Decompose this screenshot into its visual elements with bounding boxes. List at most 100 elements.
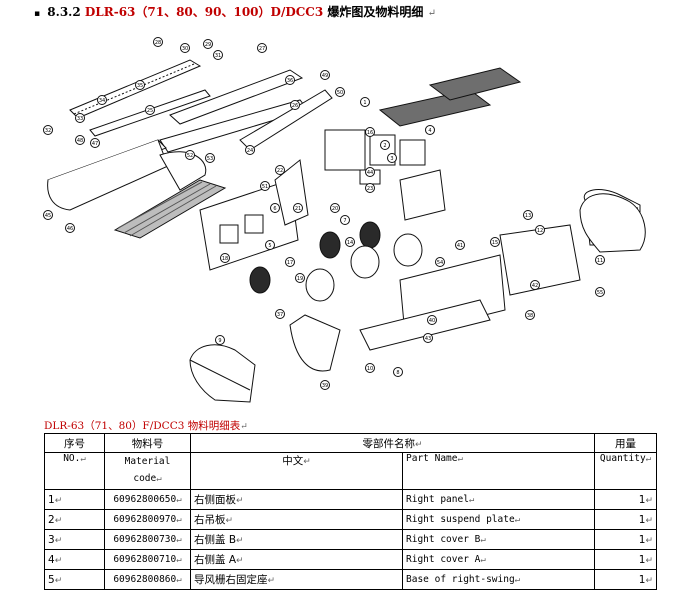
cell-quantity: 1↵ xyxy=(594,569,657,590)
return-mark: ↵ xyxy=(240,422,248,432)
callout-label: 39 xyxy=(322,383,328,389)
callout-circle xyxy=(423,333,433,343)
callout-label: 38 xyxy=(527,313,533,319)
left-end-cover xyxy=(189,344,256,403)
cell-name-cn: 右侧盖 A↵ xyxy=(190,549,403,570)
callout-label: 16 xyxy=(367,130,373,136)
callout-circle xyxy=(205,153,215,163)
callout-circle xyxy=(435,257,445,267)
callout-circle xyxy=(320,380,330,390)
callout-circle xyxy=(365,363,375,373)
callout-label: 50 xyxy=(337,90,343,96)
callout-label: 26 xyxy=(292,103,298,109)
header-no-cn: 序号 xyxy=(44,433,105,453)
callout-label: 45 xyxy=(45,213,51,219)
callout-circle xyxy=(320,70,330,80)
callout-label: 23 xyxy=(367,186,373,192)
callout-label: 40 xyxy=(429,318,435,324)
table-row: 1↵60962800650↵右侧面板↵Right panel↵1↵ xyxy=(44,489,657,510)
callout-circle xyxy=(135,80,145,90)
callout-label: 19 xyxy=(297,276,303,282)
header-name-cn: 零部件名称↵ xyxy=(190,433,595,453)
cell-name-en: Base of right-swing↵ xyxy=(402,569,595,590)
table-row: 5↵60962800860↵导风栅右固定座↵Base of right-swin… xyxy=(44,569,657,590)
callout-label: 8 xyxy=(396,370,399,376)
cell-material-code: 60962800970↵ xyxy=(104,509,191,530)
parts-table: 序号 物料号 零部件名称↵ 用量 NO.↵ Material code↵ 中文↵… xyxy=(44,433,657,590)
callout-circle xyxy=(97,95,107,105)
callout-label: 24 xyxy=(247,148,253,154)
cell-material-code: 60962800710↵ xyxy=(104,549,191,570)
callout-circle xyxy=(285,257,295,267)
callout-circle xyxy=(290,100,300,110)
section-heading: ▪ 8.3.2 DLR-63（71、80、90、100）D/DCC3 爆炸图及物… xyxy=(34,3,436,20)
callout-layer: 2830292736312625353433322411623444232221… xyxy=(43,37,605,390)
callout-label: 29 xyxy=(205,42,211,48)
return-mark: ↵ xyxy=(427,8,436,19)
callout-circle xyxy=(213,50,223,60)
callout-label: 6 xyxy=(273,206,276,212)
callout-circle xyxy=(530,280,540,290)
callout-label: 17 xyxy=(287,260,293,266)
table-header-row-en: NO.↵ Material code↵ 中文↵ Part Name↵ Quant… xyxy=(44,452,657,490)
cell-material-code: 60962800860↵ xyxy=(104,569,191,590)
callout-circle xyxy=(275,165,285,175)
callout-label: 2 xyxy=(383,143,386,149)
callout-label: 52 xyxy=(187,153,193,159)
cell-name-en: Right cover A↵ xyxy=(402,549,595,570)
side-panel-group xyxy=(199,159,309,271)
cell-name-cn: 右侧面板↵ xyxy=(190,489,403,510)
cell-material-code: 60962800650↵ xyxy=(104,489,191,510)
callout-label: 12 xyxy=(537,228,543,234)
callout-circle xyxy=(427,315,437,325)
cell-name-en: Right panel↵ xyxy=(402,489,595,510)
section-number: 8.3.2 xyxy=(47,5,81,19)
cell-quantity: 1↵ xyxy=(594,509,657,530)
table-title: DLR-63（71、80）F/DCC3 物料明细表↵ xyxy=(44,418,248,433)
header-qty-en: Quantity↵ xyxy=(594,452,657,490)
callout-circle xyxy=(260,181,270,191)
callout-label: 54 xyxy=(437,260,443,266)
callout-label: 30 xyxy=(182,46,188,52)
callout-circle xyxy=(90,138,100,148)
callout-label: 18 xyxy=(222,256,228,262)
cell-name-en: Right cover B↵ xyxy=(402,529,595,550)
callout-circle xyxy=(595,255,605,265)
header-name-cn-sub: 中文↵ xyxy=(190,452,403,490)
callout-circle xyxy=(215,335,225,345)
callout-circle xyxy=(365,167,375,177)
cell-name-cn: 右吊板↵ xyxy=(190,509,403,530)
callout-circle xyxy=(285,75,295,85)
callout-label: 25 xyxy=(147,108,153,114)
callout-circle xyxy=(525,310,535,320)
header-qty-cn: 用量 xyxy=(594,433,657,453)
callout-label: 41 xyxy=(457,243,463,249)
table-row: 4↵60962800710↵右侧盖 A↵Right cover A↵1↵ xyxy=(44,549,657,570)
callout-label: 14 xyxy=(347,240,353,246)
callout-circle xyxy=(43,125,53,135)
callout-label: 31 xyxy=(215,53,221,59)
callout-label: 13 xyxy=(525,213,531,219)
cell-no: 4↵ xyxy=(44,549,105,570)
right-end-cover xyxy=(579,193,646,253)
callout-label: 51 xyxy=(262,184,268,190)
callout-label: 35 xyxy=(137,83,143,89)
callout-circle xyxy=(523,210,533,220)
callout-label: 49 xyxy=(322,73,328,79)
callout-label: 46 xyxy=(67,226,73,232)
table-row: 2↵60962800970↵右吊板↵Right suspend plate↵1↵ xyxy=(44,509,657,530)
callout-label: 37 xyxy=(277,312,283,318)
callout-circle xyxy=(180,43,190,53)
callout-circle xyxy=(380,140,390,150)
model-name: DLR-63（71、80、90、100）D/DCC3 xyxy=(84,5,324,19)
callout-circle xyxy=(203,39,213,49)
cell-quantity: 1↵ xyxy=(594,529,657,550)
callout-circle xyxy=(455,240,465,250)
header-name-en-sub: Part Name↵ xyxy=(402,452,595,490)
callout-circle xyxy=(365,183,375,193)
callout-label: 32 xyxy=(45,128,51,134)
callout-circle xyxy=(393,367,403,377)
callout-circle xyxy=(340,215,350,225)
header-material-cn: 物料号 xyxy=(104,433,191,453)
callout-label: 33 xyxy=(77,116,83,122)
